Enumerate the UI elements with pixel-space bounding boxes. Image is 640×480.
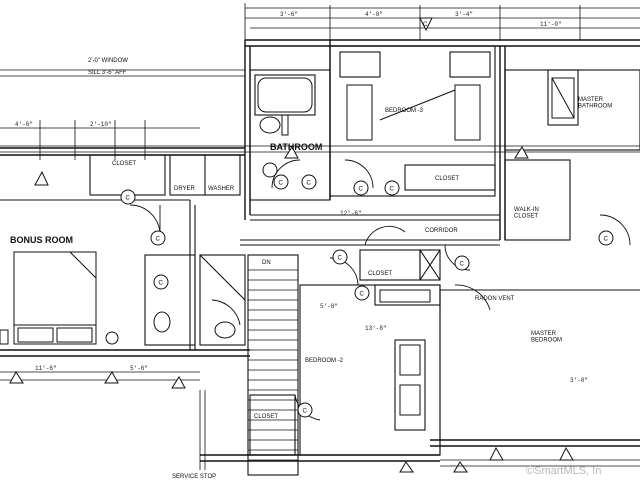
room-label-bedroom-3: BEDROOM -3	[385, 108, 424, 114]
room-label-corridor: CORRIDOR	[425, 228, 458, 234]
note-bottom: SERVICE STOP	[172, 474, 216, 480]
master-bath-furniture	[551, 77, 575, 119]
exterior-walls	[0, 39, 640, 462]
room-label-bedroom-2: BEDROOM -2	[305, 358, 344, 364]
note-sill: SILL 3'-6" AFF	[88, 70, 127, 76]
north-marker: C	[419, 17, 433, 32]
door-marker-letter: C	[338, 256, 343, 262]
door-markers: C C C C C C C C C C C C	[120, 174, 614, 418]
door-marker-letter: C	[360, 292, 365, 298]
left-dimension-lines	[0, 120, 640, 381]
door-marker-letter: C	[159, 281, 164, 287]
bedroom2-furniture	[379, 289, 431, 416]
door-marker-letter: C	[390, 187, 395, 193]
dimension-label: 13'-8"	[365, 325, 387, 332]
room-label-closet-bedroom-3: CLOSET	[435, 176, 459, 182]
note-washer: WASHER	[208, 186, 235, 192]
bedroom3-furniture	[346, 84, 481, 141]
bed-bonus-room	[0, 251, 119, 345]
door-marker-letter: C	[604, 237, 609, 243]
door-marker-letter: C	[359, 187, 364, 193]
dimension-label: 3'-6"	[280, 11, 298, 18]
room-label-closet-mid: CLOSET	[368, 271, 392, 277]
door-marker-letter: C	[307, 181, 312, 187]
dimension-label: 2'-10"	[90, 121, 112, 128]
toilet-and-sink-left	[153, 162, 278, 339]
interior-walls	[0, 45, 640, 476]
note-radon-vent: RADON VENT	[475, 296, 515, 302]
dimension-label: 4'-8"	[365, 11, 383, 18]
door-marker-letter: C	[156, 237, 161, 243]
door-marker-letter: C	[279, 181, 284, 187]
bathtub	[257, 77, 313, 136]
room-label-bonus-room: BONUS ROOM	[10, 235, 73, 245]
watermark: ©SmartMLS, In	[526, 465, 601, 477]
dimension-label: 5'-6"	[130, 365, 148, 372]
room-label-bathroom: BATHROOM	[270, 142, 322, 152]
door-marker-letter: C	[303, 409, 308, 415]
stair-treads	[248, 269, 298, 461]
room-label-closet-bottom: CLOSET	[254, 414, 278, 420]
door-swings	[129, 159, 631, 421]
dimension-label: 3'-0"	[570, 377, 588, 384]
door-marker-letter: C	[126, 196, 131, 202]
note-dryer: DRYER	[174, 186, 196, 192]
note-window: 2'-0" WINDOW	[88, 58, 128, 64]
note-stair-down: DN	[262, 260, 271, 266]
grade-hatch	[199, 390, 640, 470]
dimension-label: 4'-6"	[15, 121, 33, 128]
top-dimension-lines	[0, 3, 640, 77]
dimension-label: 3'-4"	[455, 11, 473, 18]
room-label-closet-top-left: CLOSET	[112, 161, 136, 167]
door-marker-letter: C	[460, 262, 465, 268]
dimension-label: 12'-6"	[340, 210, 362, 217]
dimension-label: 5'-8"	[320, 303, 338, 310]
dimension-label: 11'-6"	[35, 365, 57, 372]
elevation-markers	[9, 146, 574, 473]
marker-letter: C	[423, 22, 428, 28]
dimension-label: 11'-0"	[540, 21, 562, 28]
